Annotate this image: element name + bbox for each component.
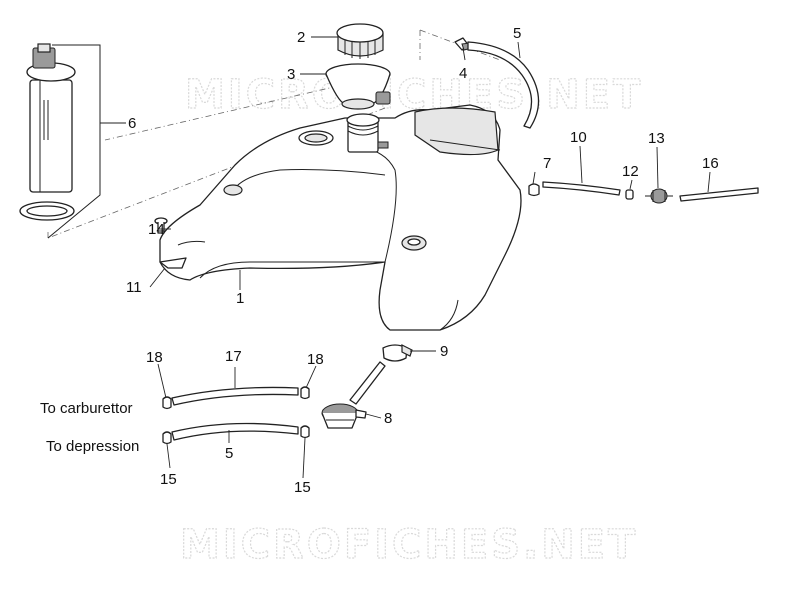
callout-9: 9 [440,343,448,360]
callout-3: 3 [287,66,295,83]
callout-12: 12 [622,163,639,180]
hose-10[interactable] [542,181,621,196]
small-clip[interactable] [625,189,634,200]
callout-15-left: 15 [160,471,177,488]
callout-10: 10 [570,129,587,146]
callout-11: 11 [126,279,142,296]
callout-16: 16 [702,155,719,172]
clip-18-left[interactable] [162,396,172,410]
note-to-carburettor: To carburettor [40,400,133,417]
callout-5-bottom: 5 [225,445,233,462]
clip-15-left[interactable] [162,431,172,445]
callout-2: 2 [297,29,305,46]
callout-1: 1 [236,290,244,307]
hose-clip-7[interactable] [528,183,540,197]
watermark-bottom: MICROFICHES.NET [180,522,638,568]
clip-15-right[interactable] [300,425,310,439]
callout-18-left: 18 [146,349,163,366]
clip-18-right[interactable] [300,386,310,400]
filler-cap[interactable] [336,23,384,59]
callout-18-right: 18 [307,351,324,368]
fuel-valve[interactable] [321,361,386,429]
vent-hose[interactable] [467,41,540,129]
hose-clamp[interactable] [382,344,413,362]
hose-16[interactable] [679,187,759,202]
callout-5-top: 5 [513,25,521,42]
hose-17[interactable] [171,386,299,406]
callout-14: 14 [148,221,165,238]
filler-funnel[interactable] [325,63,391,110]
callout-6: 6 [128,115,136,132]
fuel-pump[interactable] [19,43,101,239]
callout-8: 8 [384,410,392,427]
callout-15-right: 15 [294,479,311,496]
fuel-tank[interactable] [159,104,522,331]
hose-5-lower[interactable] [171,422,299,441]
callout-7: 7 [543,155,551,172]
valve[interactable] [645,188,673,204]
callout-17: 17 [225,348,242,365]
callout-4: 4 [459,65,467,82]
callout-13: 13 [648,130,665,147]
screw[interactable] [154,217,168,234]
leader-lines [100,36,711,479]
note-to-depression: To depression [46,438,139,455]
